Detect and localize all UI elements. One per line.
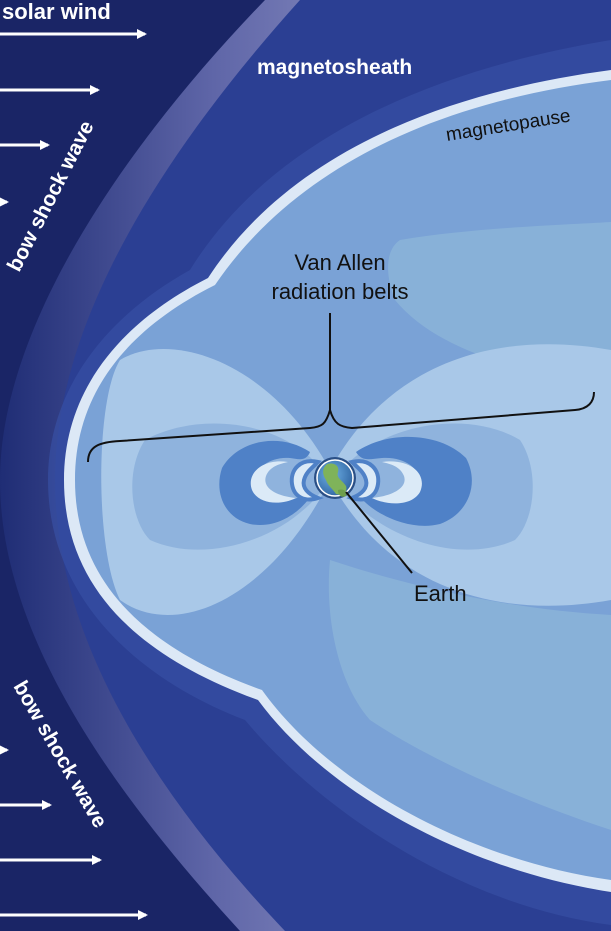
solar-wind-label: solar wind	[2, 0, 111, 24]
outer-radiation-belt-right-core	[372, 461, 422, 504]
magnetosheath-label: magnetosheath	[257, 56, 412, 79]
solar-wind-arrows	[0, 29, 148, 920]
van-allen-label-line2: radiation belts	[272, 279, 409, 304]
outer-radiation-belt-right	[356, 436, 472, 526]
inner-radiation-belt-left	[289, 459, 324, 502]
van-allen-label-line1: Van Allen	[294, 250, 385, 275]
outer-radiation-belt-left-core	[250, 461, 296, 503]
lower-tail-lobe	[328, 560, 611, 830]
earth-globe	[314, 457, 356, 499]
earth-pointer	[345, 491, 413, 574]
outer-radiation-belt-left	[219, 440, 312, 526]
earth-label: Earth	[414, 581, 467, 606]
